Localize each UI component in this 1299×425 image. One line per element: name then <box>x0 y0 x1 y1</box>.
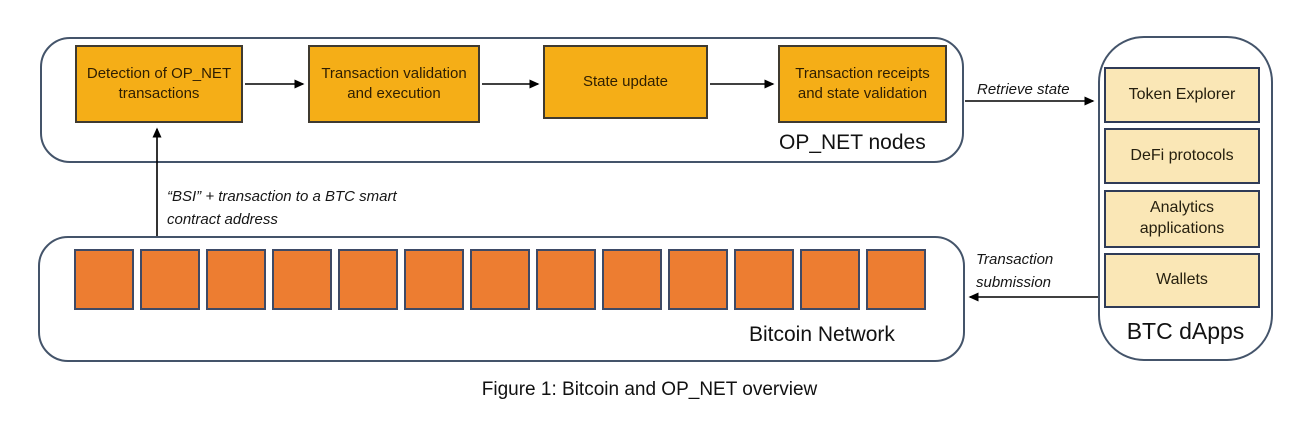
bsi-annotation: “BSI” + transaction to a BTC smart contr… <box>167 188 397 228</box>
bitcoin-block <box>602 249 662 310</box>
retrieve-state-annotation: Retrieve state <box>977 81 1070 98</box>
dapp-box-wallets: Wallets <box>1104 253 1260 308</box>
step-box-validation: Transaction validation and execution <box>308 45 480 123</box>
bitcoin-block <box>734 249 794 310</box>
bitcoin-block-row <box>74 249 926 310</box>
btc-dapps-label: BTC dApps <box>1126 318 1245 344</box>
step-box-receipts: Transaction receipts and state validatio… <box>778 45 947 123</box>
bitcoin-block <box>536 249 596 310</box>
bitcoin-block <box>140 249 200 310</box>
transaction-submission-annotation: Transaction submission <box>976 251 1054 291</box>
bitcoin-block <box>272 249 332 310</box>
dapp-box-analytics-applications: Analytics applications <box>1104 190 1260 248</box>
bitcoin-block <box>338 249 398 310</box>
bitcoin-block <box>800 249 860 310</box>
step-box-state-update: State update <box>543 45 708 119</box>
bitcoin-block <box>668 249 728 310</box>
bitcoin-block <box>404 249 464 310</box>
op-net-nodes-label: OP_NET nodes <box>779 131 926 154</box>
dapp-box-defi-protocols: DeFi protocols <box>1104 128 1260 184</box>
bitcoin-block <box>866 249 926 310</box>
step-box-detection: Detection of OP_NET transactions <box>75 45 243 123</box>
bitcoin-network-label: Bitcoin Network <box>749 323 895 346</box>
figure-caption: Figure 1: Bitcoin and OP_NET overview <box>481 379 818 400</box>
bitcoin-block <box>206 249 266 310</box>
dapp-box-token-explorer: Token Explorer <box>1104 67 1260 123</box>
bitcoin-block <box>74 249 134 310</box>
bitcoin-block <box>470 249 530 310</box>
